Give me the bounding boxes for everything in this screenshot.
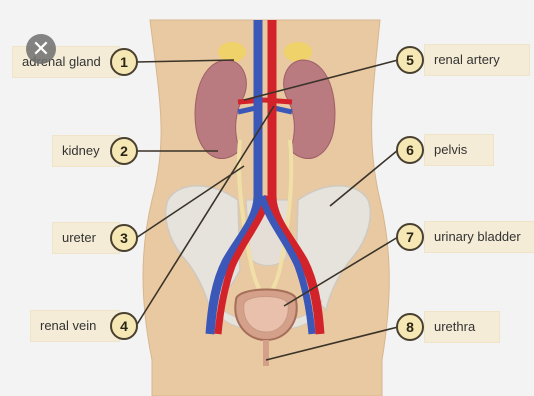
number-badge-1: 1 bbox=[110, 48, 138, 76]
number-badge-2: 2 bbox=[110, 137, 138, 165]
close-button[interactable]: ✕ bbox=[26, 34, 56, 64]
urethra bbox=[263, 340, 269, 366]
close-icon: ✕ bbox=[32, 36, 50, 61]
label-urethra: urethra bbox=[424, 311, 500, 343]
number-badge-7: 7 bbox=[396, 223, 424, 251]
label-renal-vein: renal vein bbox=[30, 310, 120, 342]
number-badge-3: 3 bbox=[110, 224, 138, 252]
number-badge-8: 8 bbox=[396, 313, 424, 341]
label-urinary-bladder: urinary bladder bbox=[424, 221, 534, 253]
label-pelvis: pelvis bbox=[424, 134, 494, 166]
label-renal-artery: renal artery bbox=[424, 44, 530, 76]
number-badge-6: 6 bbox=[396, 136, 424, 164]
number-badge-5: 5 bbox=[396, 46, 424, 74]
number-badge-4: 4 bbox=[110, 312, 138, 340]
adrenal-left bbox=[218, 42, 246, 62]
adrenal-right bbox=[284, 42, 312, 62]
